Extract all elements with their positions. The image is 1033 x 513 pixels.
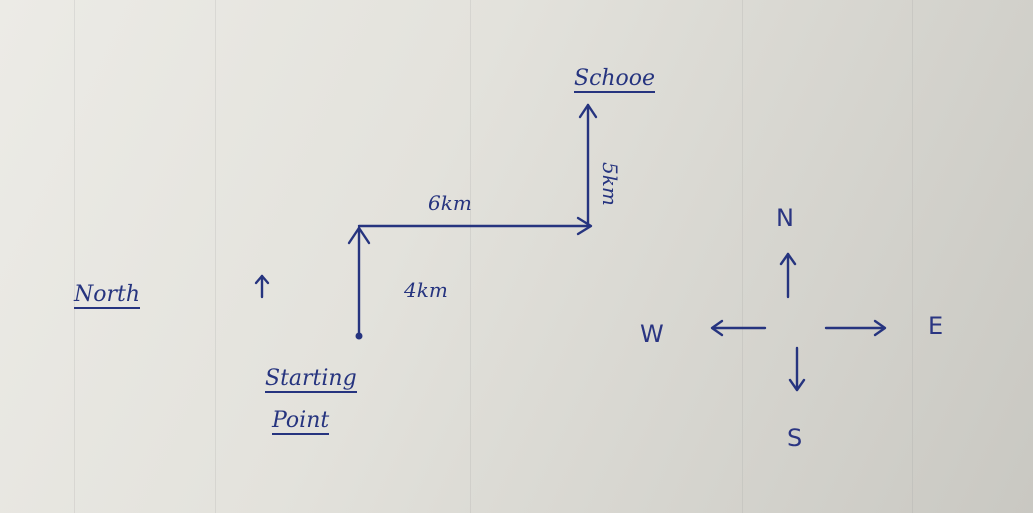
paper-rule (74, 0, 75, 513)
route-segment-3 (578, 103, 598, 228)
start-label-line2: Point (272, 408, 330, 435)
compass-east-arrow (824, 319, 887, 337)
north-legend-arrow (254, 274, 270, 299)
destination-label: Schooe (574, 66, 656, 93)
compass-north-arrow (779, 252, 797, 299)
paper-rule (470, 0, 471, 513)
segment-1-distance: 4km (404, 278, 448, 302)
compass-south-letter: S (787, 424, 803, 452)
start-label-line1: Starting (265, 366, 357, 393)
north-legend-label: North (74, 282, 141, 309)
segment-3-distance: 5km (598, 162, 622, 206)
compass-north-letter: N (776, 204, 794, 232)
compass-west-arrow (710, 319, 767, 337)
start-point-dot (355, 332, 363, 340)
paper-rule (912, 0, 913, 513)
paper-rule (742, 0, 743, 513)
route-segment-2 (357, 216, 593, 236)
compass-east-letter: E (928, 312, 944, 340)
segment-2-distance: 6km (428, 191, 472, 215)
compass-south-arrow (788, 346, 806, 392)
route-segment-1 (347, 226, 371, 337)
paper-rule (215, 0, 216, 513)
compass-west-letter: W (640, 320, 664, 348)
